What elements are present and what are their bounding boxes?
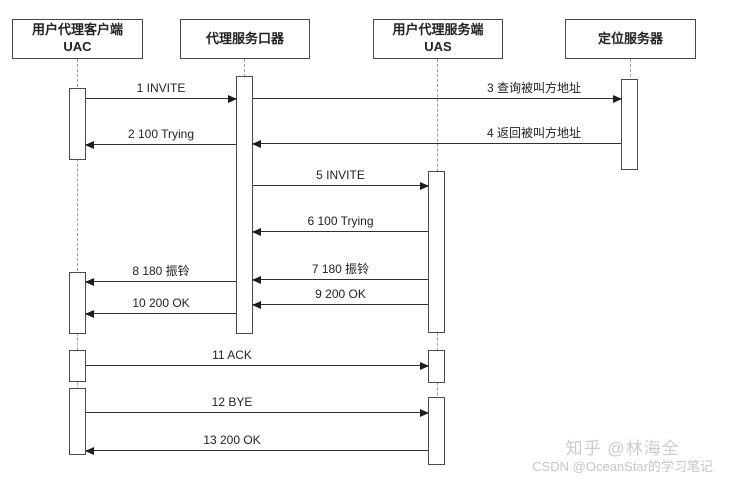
activation-uas-bye: [428, 397, 445, 465]
message-8-180-ringing: 8 180 振铃: [85, 264, 236, 286]
message-label: 1 INVITE: [136, 81, 186, 95]
watermark-csdn: CSDN @OceanStar的学习笔记: [532, 459, 713, 474]
activation-uas-invite: [428, 171, 445, 333]
message-3-query-callee: 3 查询被叫方地址: [253, 81, 622, 103]
actor-box-uas: 用户代理服务端 UAS: [373, 19, 503, 59]
watermark: 知乎 @林海全 CSDN @OceanStar的学习笔记: [532, 439, 713, 474]
actor-uac-name: 用户代理客户端: [31, 22, 123, 38]
activation-uac-ack: [69, 350, 86, 382]
message-label: 9 200 OK: [315, 287, 366, 301]
message-2-100-trying: 2 100 Trying: [85, 127, 236, 149]
activation-proxy: [236, 76, 253, 334]
actor-proxy-name: 代理服务口器: [205, 30, 284, 46]
message-label: 6 100 Trying: [307, 214, 374, 228]
activation-uac-ringing: [69, 272, 86, 334]
message-label: 7 180 振铃: [311, 262, 370, 276]
lifeline-uac: [77, 59, 78, 455]
activation-uas-ack: [428, 350, 445, 383]
message-label: 5 INVITE: [316, 168, 365, 182]
message-10-200-ok: 10 200 OK: [85, 296, 236, 318]
message-label: 11 ACK: [212, 348, 252, 362]
activation-locator: [621, 79, 638, 170]
message-label: 12 BYE: [211, 395, 253, 409]
actor-locator-name: 定位服务器: [597, 30, 663, 46]
watermark-zhihu: 知乎 @林海全: [565, 439, 680, 458]
message-9-200-ok: 9 200 OK: [252, 287, 428, 309]
message-1-invite: 1 INVITE: [86, 81, 237, 103]
actor-box-locator: 定位服务器: [565, 19, 696, 59]
message-11-ack: 11 ACK: [86, 348, 429, 370]
message-12-bye: 12 BYE: [86, 395, 429, 417]
message-label: 4 返回被叫方地址: [486, 126, 581, 140]
message-13-200-ok: 13 200 OK: [85, 433, 428, 455]
message-label: 3 查询被叫方地址: [486, 81, 581, 95]
message-4-return-callee: 4 返回被叫方地址: [252, 126, 621, 148]
actor-box-uac: 用户代理客户端 UAC: [12, 19, 143, 59]
actor-uac-abbrev: UAC: [63, 39, 92, 54]
message-label: 10 200 OK: [132, 296, 190, 310]
message-label: 8 180 振铃: [132, 264, 190, 278]
message-label: 2 100 Trying: [127, 127, 195, 141]
message-7-180-ringing: 7 180 振铃: [252, 262, 428, 284]
activation-uac-invite: [69, 88, 86, 160]
actor-uas-abbrev: UAS: [424, 39, 452, 54]
message-6-100-trying: 6 100 Trying: [252, 214, 428, 236]
activation-uac-bye: [69, 388, 86, 455]
actor-uas-name: 用户代理服务端: [392, 22, 484, 38]
message-5-invite: 5 INVITE: [253, 168, 429, 190]
actor-box-proxy: 代理服务口器: [180, 19, 310, 59]
message-label: 13 200 OK: [203, 433, 261, 447]
